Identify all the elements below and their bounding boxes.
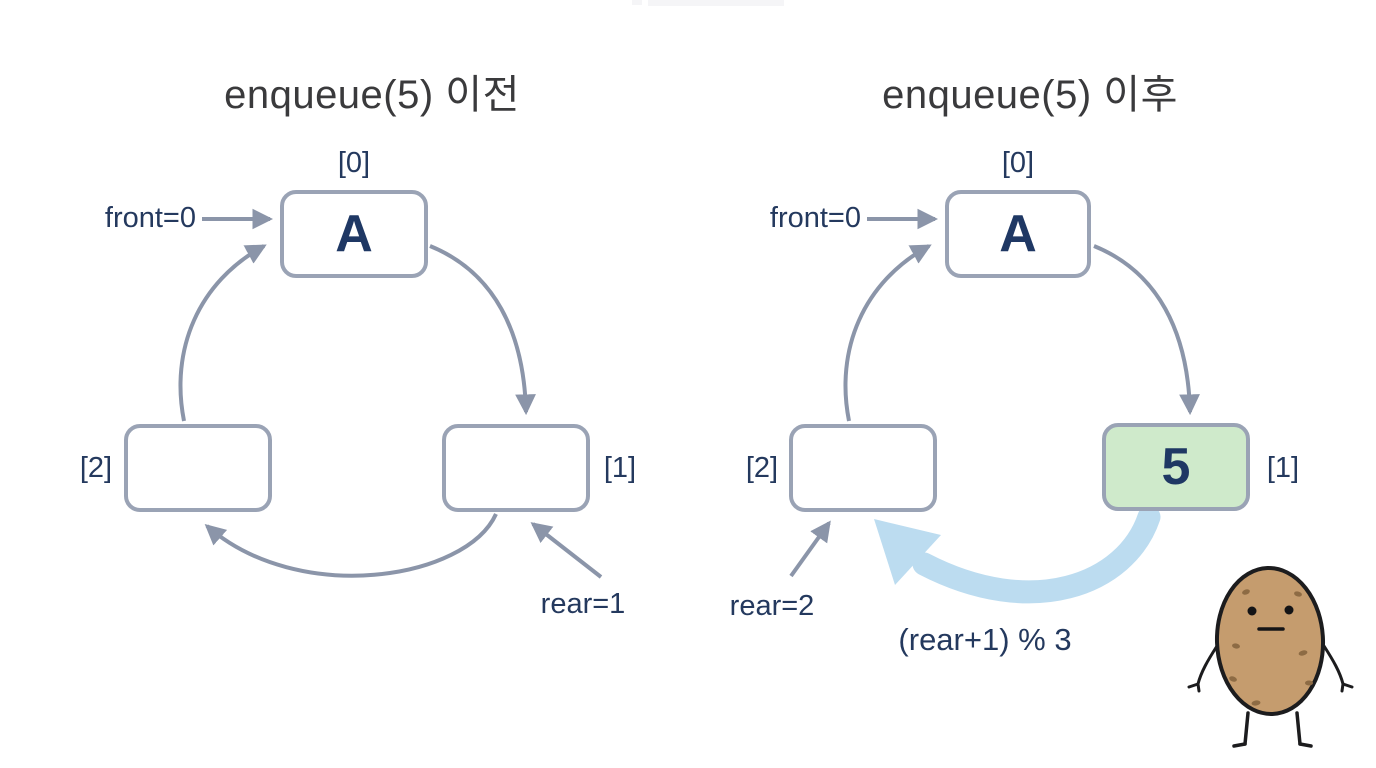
queue-cell-1-after: 5 [1102, 423, 1250, 511]
cell-value: 5 [1161, 438, 1191, 496]
cell-value: A [999, 205, 1037, 263]
index-label-1-before: [1] [603, 452, 637, 484]
diagram-title-before: enqueue(5) 이전 [224, 73, 520, 117]
cell-value: A [335, 205, 373, 263]
wrap-around-arrow-icon [874, 505, 1161, 604]
index-label-2-before: [2] [79, 452, 113, 484]
front-pointer-label-after: front=0 [769, 202, 861, 234]
queue-cell-0-after: A [945, 190, 1091, 278]
arc-right-icon [429, 244, 536, 416]
rear-pointer-arrow [530, 522, 603, 579]
potato-spots [1229, 589, 1313, 706]
rear-pointer-label-before: rear=1 [540, 588, 626, 620]
queue-cell-2-before [124, 424, 272, 512]
rear-pointer-arrow [789, 520, 831, 578]
arc-right-icon [1093, 244, 1200, 416]
potato-limbs [1187, 644, 1354, 748]
wrap-annotation: (rear+1) % 3 [898, 622, 1072, 657]
top-edge-remnant [632, 0, 642, 5]
potato-mascot-icon [1187, 566, 1354, 748]
diagram-title-after: enqueue(5) 이후 [882, 73, 1178, 117]
queue-cell-2-after [789, 424, 937, 512]
index-label-0-after: [0] [1001, 147, 1035, 179]
arc-bottom-icon [204, 513, 498, 578]
index-label-1-after: [1] [1266, 452, 1300, 484]
rear-pointer-label-after: rear=2 [729, 590, 815, 622]
arc-left-icon [843, 244, 932, 422]
index-label-2-after: [2] [745, 452, 779, 484]
index-label-0-before: [0] [337, 147, 371, 179]
queue-cell-1-before [442, 424, 590, 512]
queue-cell-0-before: A [280, 190, 428, 278]
top-edge-remnant [648, 0, 784, 6]
arc-left-icon [178, 244, 267, 422]
front-pointer-label-before: front=0 [104, 202, 196, 234]
potato-face [1247, 605, 1294, 616]
